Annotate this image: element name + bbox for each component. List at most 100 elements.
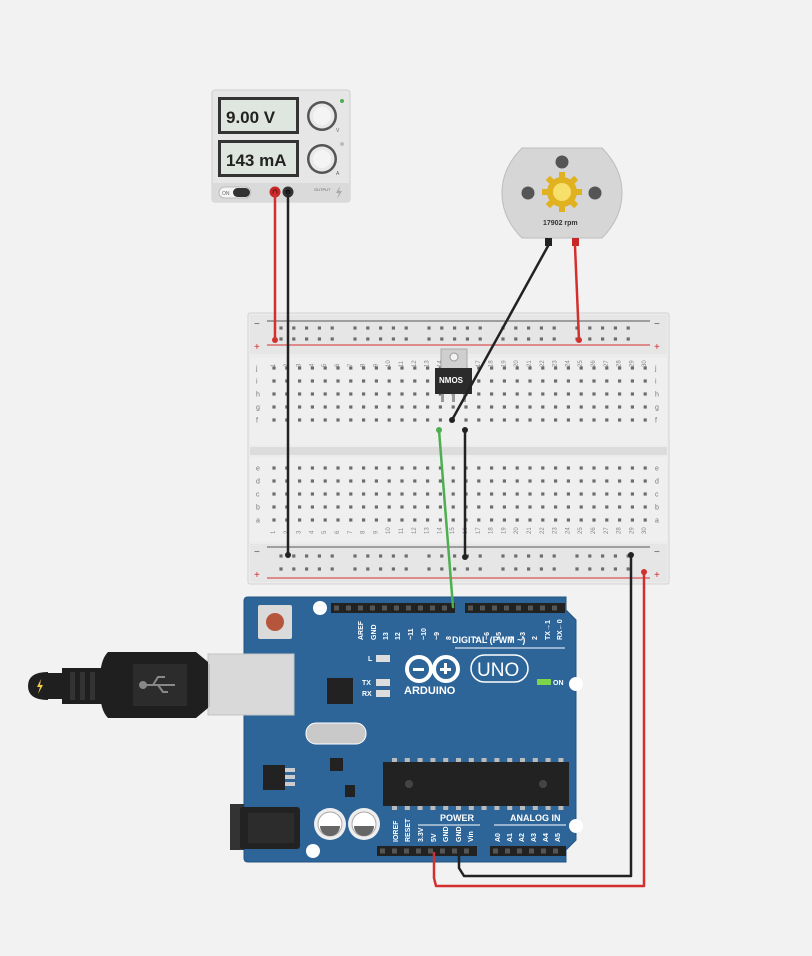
breadboard-hole[interactable] bbox=[541, 418, 545, 422]
breadboard-hole[interactable] bbox=[618, 379, 622, 383]
breadboard-hole[interactable] bbox=[643, 492, 647, 496]
breadboard-hole[interactable] bbox=[477, 405, 481, 409]
breadboard-hole[interactable] bbox=[426, 379, 430, 383]
breadboard-hole[interactable] bbox=[400, 366, 404, 370]
breadboard-hole[interactable] bbox=[579, 366, 583, 370]
breadboard-hole[interactable] bbox=[541, 405, 545, 409]
breadboard-hole[interactable] bbox=[362, 466, 366, 470]
breadboard-hole[interactable] bbox=[349, 479, 353, 483]
breadboard-hole[interactable] bbox=[336, 479, 340, 483]
breadboard-hole[interactable] bbox=[541, 505, 545, 509]
breadboard-hole[interactable] bbox=[426, 466, 430, 470]
breadboard-hole[interactable] bbox=[349, 418, 353, 422]
header-pin[interactable] bbox=[468, 605, 473, 611]
breadboard-hole[interactable] bbox=[528, 518, 532, 522]
breadboard-hole[interactable] bbox=[413, 379, 417, 383]
rail-hole[interactable] bbox=[588, 326, 592, 330]
rail-hole[interactable] bbox=[379, 337, 383, 341]
breadboard-hole[interactable] bbox=[336, 418, 340, 422]
rail-hole[interactable] bbox=[353, 554, 357, 558]
rail-hole[interactable] bbox=[575, 554, 579, 558]
rail-hole[interactable] bbox=[391, 567, 395, 571]
breadboard-hole[interactable] bbox=[579, 405, 583, 409]
rail-hole[interactable] bbox=[404, 554, 408, 558]
breadboard-hole[interactable] bbox=[630, 418, 634, 422]
breadboard-hole[interactable] bbox=[579, 518, 583, 522]
breadboard-hole[interactable] bbox=[515, 505, 519, 509]
breadboard-hole[interactable] bbox=[272, 405, 276, 409]
rail-hole[interactable] bbox=[353, 326, 357, 330]
breadboard-hole[interactable] bbox=[477, 418, 481, 422]
breadboard-hole[interactable] bbox=[618, 479, 622, 483]
breadboard-hole[interactable] bbox=[490, 405, 494, 409]
rail-hole[interactable] bbox=[465, 567, 469, 571]
header-pin[interactable] bbox=[430, 605, 435, 611]
breadboard-hole[interactable] bbox=[490, 418, 494, 422]
breadboard-hole[interactable] bbox=[566, 418, 570, 422]
rail-hole[interactable] bbox=[330, 567, 334, 571]
breadboard-hole[interactable] bbox=[592, 492, 596, 496]
breadboard-hole[interactable] bbox=[515, 379, 519, 383]
breadboard-hole[interactable] bbox=[400, 505, 404, 509]
breadboard-hole[interactable] bbox=[374, 366, 378, 370]
rail-hole[interactable] bbox=[539, 567, 543, 571]
breadboard-hole[interactable] bbox=[413, 392, 417, 396]
breadboard-hole[interactable] bbox=[618, 366, 622, 370]
breadboard-hole[interactable] bbox=[310, 518, 314, 522]
rail-hole[interactable] bbox=[465, 326, 469, 330]
rail-hole[interactable] bbox=[330, 554, 334, 558]
breadboard-hole[interactable] bbox=[541, 492, 545, 496]
header-pin[interactable] bbox=[406, 605, 411, 611]
breadboard-hole[interactable] bbox=[643, 518, 647, 522]
rail-hole[interactable] bbox=[539, 326, 543, 330]
rail-hole[interactable] bbox=[552, 326, 556, 330]
rail-hole[interactable] bbox=[539, 554, 543, 558]
header-pin[interactable] bbox=[358, 605, 363, 611]
breadboard-hole[interactable] bbox=[298, 392, 302, 396]
breadboard-hole[interactable] bbox=[362, 492, 366, 496]
breadboard-hole[interactable] bbox=[643, 479, 647, 483]
breadboard-hole[interactable] bbox=[566, 392, 570, 396]
breadboard-hole[interactable] bbox=[554, 379, 558, 383]
rail-hole[interactable] bbox=[305, 326, 309, 330]
breadboard-hole[interactable] bbox=[502, 479, 506, 483]
dc-power-jack[interactable] bbox=[230, 804, 300, 850]
breadboard-hole[interactable] bbox=[387, 379, 391, 383]
rail-hole[interactable] bbox=[501, 554, 505, 558]
breadboard-hole[interactable] bbox=[298, 418, 302, 422]
top-rail-holes[interactable] bbox=[279, 326, 630, 341]
wire-ground-return[interactable] bbox=[457, 553, 633, 878]
breadboard-hole[interactable] bbox=[374, 379, 378, 383]
breadboard-hole[interactable] bbox=[490, 392, 494, 396]
breadboard-hole[interactable] bbox=[336, 405, 340, 409]
rail-hole[interactable] bbox=[575, 326, 579, 330]
header-pin[interactable] bbox=[380, 848, 385, 854]
breadboard-hole[interactable] bbox=[298, 405, 302, 409]
rail-hole[interactable] bbox=[478, 554, 482, 558]
breadboard-hole[interactable] bbox=[426, 366, 430, 370]
breadboard-hole[interactable] bbox=[554, 405, 558, 409]
rail-hole[interactable] bbox=[379, 554, 383, 558]
breadboard-hole[interactable] bbox=[630, 379, 634, 383]
breadboard-hole[interactable] bbox=[387, 518, 391, 522]
breadboard-hole[interactable] bbox=[630, 492, 634, 496]
breadboard-hole[interactable] bbox=[579, 505, 583, 509]
rail-hole[interactable] bbox=[626, 326, 630, 330]
breadboard-hole[interactable] bbox=[298, 366, 302, 370]
breadboard-hole[interactable] bbox=[502, 392, 506, 396]
rail-hole[interactable] bbox=[330, 326, 334, 330]
rail-hole[interactable] bbox=[317, 337, 321, 341]
breadboard-hole[interactable] bbox=[502, 379, 506, 383]
breadboard-hole[interactable] bbox=[502, 505, 506, 509]
rail-hole[interactable] bbox=[552, 554, 556, 558]
breadboard-hole[interactable] bbox=[451, 466, 455, 470]
breadboard-hole[interactable] bbox=[592, 405, 596, 409]
breadboard-hole[interactable] bbox=[451, 505, 455, 509]
rail-hole[interactable] bbox=[527, 567, 531, 571]
breadboard-hole[interactable] bbox=[528, 405, 532, 409]
wire-gate-signal[interactable] bbox=[437, 428, 455, 609]
breadboard-hole[interactable] bbox=[643, 466, 647, 470]
header-pin[interactable] bbox=[464, 848, 469, 854]
breadboard-hole[interactable] bbox=[515, 392, 519, 396]
breadboard-hole[interactable] bbox=[310, 392, 314, 396]
